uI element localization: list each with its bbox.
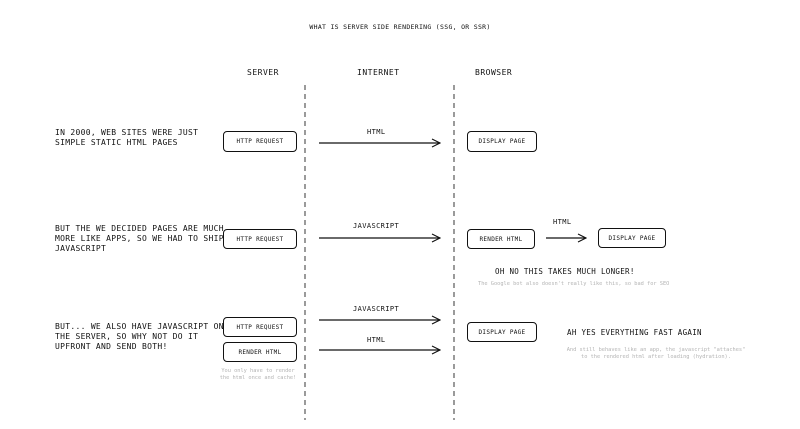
row2-description: But the we decided pages are much more l… — [55, 224, 224, 253]
row2-javascript-label: Javascript — [353, 222, 400, 230]
row1-html-label: HTML — [367, 128, 386, 136]
row1-http-request-box: HTTP Request — [223, 131, 297, 152]
row3-server-note-line2: the html once and cache! — [219, 375, 297, 381]
row1-description: In 2000, web sites were just simple stat… — [55, 128, 199, 147]
row1-display-page-box: Display page — [467, 131, 537, 152]
row3-html-label: HTML — [367, 336, 386, 344]
column-header-server: Server — [247, 68, 279, 77]
row3-javascript-label: Javascript — [353, 305, 400, 313]
row2-http-request-box: HTTP Request — [223, 229, 297, 249]
row3-http-request-box: HTTP Request — [223, 317, 297, 337]
row2-render-html-box: Render HTML — [467, 229, 535, 249]
row3-note: And still behaves like an app, the javas… — [556, 347, 756, 361]
diagram-title: What is Server Side Rendering (SSG, or S… — [309, 23, 491, 31]
row3-server-note: You only have to render the html once an… — [208, 368, 308, 382]
row3-note-line1: And still behaves like an app, the javas… — [566, 347, 746, 353]
row3-description: But... we also have Javascript on the se… — [55, 322, 224, 351]
row2-note: The Google bot also doesn't really like … — [478, 281, 670, 287]
column-header-browser: Browser — [475, 68, 513, 77]
row2-display-page-box: Display page — [598, 228, 666, 248]
row3-server-note-line1: You only have to render — [221, 368, 295, 374]
row3-note-line2: to the rendered html after loading (hydr… — [581, 354, 731, 360]
row2-emphasis-text: Oh no this takes much longer! — [495, 267, 635, 276]
row3-render-html-box: Render HTML — [223, 342, 297, 362]
column-header-internet: Internet — [357, 68, 400, 77]
row3-display-page-box: Display page — [467, 322, 537, 342]
row2-html-browser-label: HTML — [553, 218, 572, 226]
row3-emphasis-text: Ah yes everything fast again — [567, 328, 702, 337]
